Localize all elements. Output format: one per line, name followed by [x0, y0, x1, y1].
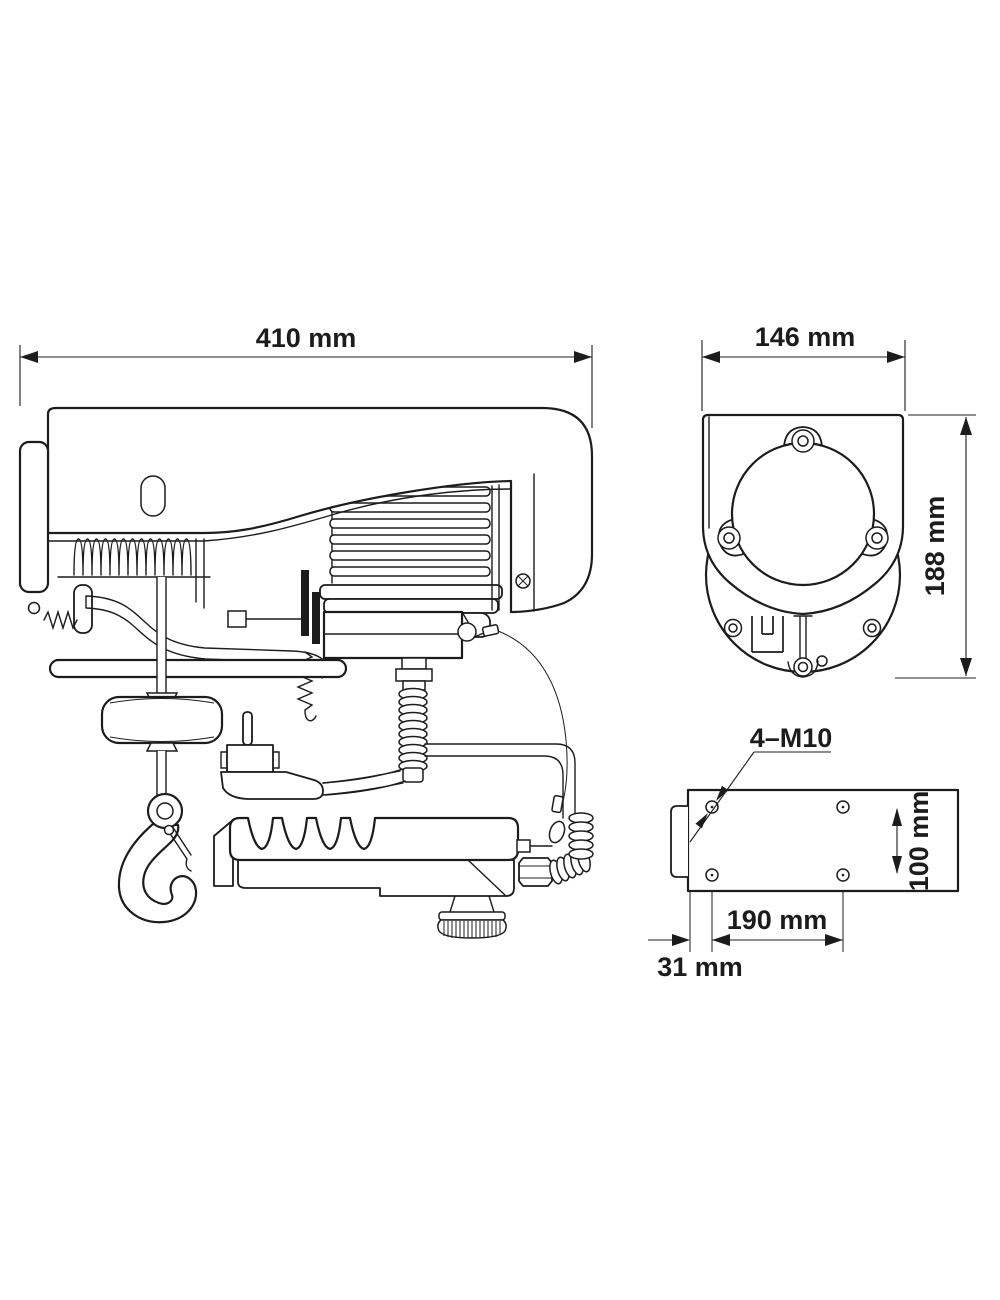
gear-housing-details [723, 615, 882, 678]
strain-relief-spring [398, 687, 428, 783]
rope-drum [57, 538, 211, 609]
control-pendant [213, 812, 594, 939]
dim-label-190: 190 mm [727, 905, 828, 935]
lever-bar [48, 658, 348, 679]
arrowhead-left [20, 351, 38, 363]
cable-gland [395, 657, 433, 691]
dimension-100: 100 mm [892, 791, 934, 892]
plug-pin [242, 711, 253, 746]
pendant-end-cap [213, 819, 234, 887]
arrowhead-right [825, 934, 843, 946]
mounting-notch [751, 616, 784, 653]
side-view: 410 mm [18, 323, 594, 939]
dimension-146: 146 mm [701, 322, 906, 411]
dim-label-100: 100 mm [904, 791, 934, 892]
arrowhead-top [892, 808, 902, 826]
arrowhead-bottom [892, 856, 902, 874]
arrowhead-top [960, 417, 972, 435]
power-plug [220, 711, 404, 800]
bolt-holes [705, 800, 850, 882]
leader-arrow-upper [716, 785, 729, 801]
pulley-block [100, 692, 224, 796]
safety-latch [163, 824, 192, 872]
dim-label-31: 31 mm [657, 952, 743, 982]
thread-callout: 4–M10 [689, 723, 833, 843]
pendant-button [437, 895, 507, 939]
thread-label: 4–M10 [750, 723, 833, 753]
gearbox [322, 610, 464, 660]
dim-label-410: 410 mm [256, 323, 357, 353]
motor-body-band [319, 584, 503, 600]
pendant-cable-gland [516, 820, 566, 887]
fan-cover [717, 426, 889, 587]
pendant-supply-wires [322, 743, 576, 819]
screw-icon [515, 573, 531, 589]
sensor-cable [457, 611, 568, 814]
arrowhead-left [702, 351, 720, 363]
coiled-cord [549, 812, 594, 885]
spring-icon [43, 609, 78, 631]
suspension-bracket [18, 440, 333, 679]
arrowhead-left [712, 934, 730, 946]
plate-end-cap [670, 805, 688, 878]
arrowhead-right [887, 351, 905, 363]
dim-label-188: 188 mm [920, 496, 950, 597]
mounting-plate-view: 4–M10 100 mm 190 mm 31 mm [648, 723, 960, 982]
dim-label-146: 146 mm [755, 322, 856, 352]
arrowhead-bottom [960, 658, 972, 676]
limit-switch-assembly [227, 570, 320, 722]
hoist-housing [46, 406, 594, 614]
leader-arrow-lower [695, 813, 708, 829]
arrowhead-right [574, 351, 592, 363]
pendant-grip-body [228, 816, 520, 862]
lifting-hook [117, 792, 198, 924]
dimension-188: 188 mm [895, 414, 976, 679]
dimension-31: 31 mm [648, 934, 743, 982]
arrowhead-right [672, 934, 690, 946]
pendant-lower-body [237, 859, 515, 897]
dimension-410: 410 mm [19, 323, 593, 428]
end-view: 146 mm 188 mm [701, 322, 976, 679]
wire-rope [156, 576, 167, 694]
dimension-190: 190 mm [712, 905, 843, 946]
housing-slot-hole [140, 475, 166, 517]
